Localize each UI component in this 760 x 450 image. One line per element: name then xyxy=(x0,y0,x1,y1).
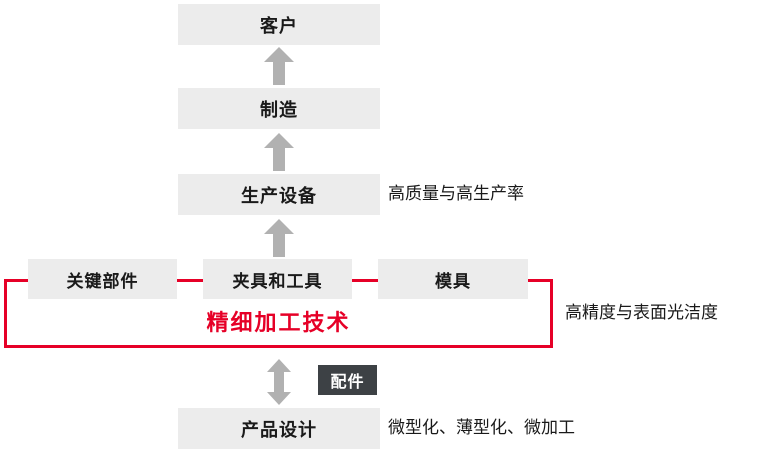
box-customer: 客户 xyxy=(178,4,380,45)
production-equipment-note: 高质量与高生产率 xyxy=(388,184,524,204)
box-production-equipment: 生产设备 xyxy=(178,174,380,215)
up-arrow-icon xyxy=(264,219,294,257)
double-arrow-icon xyxy=(267,359,291,405)
accessories-badge: 配件 xyxy=(318,365,377,395)
box-jigs-and-tools: 夹具和工具 xyxy=(203,259,352,299)
box-key-components: 关键部件 xyxy=(28,259,177,299)
up-arrow-icon xyxy=(264,47,294,85)
fine-machining-title: 精细加工技术 xyxy=(206,311,351,336)
up-arrow-icon xyxy=(264,133,294,171)
box-molds: 模具 xyxy=(378,259,528,299)
fine-machining-note: 高精度与表面光洁度 xyxy=(565,303,718,323)
product-design-note: 微型化、薄型化、微加工 xyxy=(388,418,575,438)
box-product-design: 产品设计 xyxy=(178,408,380,449)
box-manufacturing: 制造 xyxy=(178,88,380,129)
